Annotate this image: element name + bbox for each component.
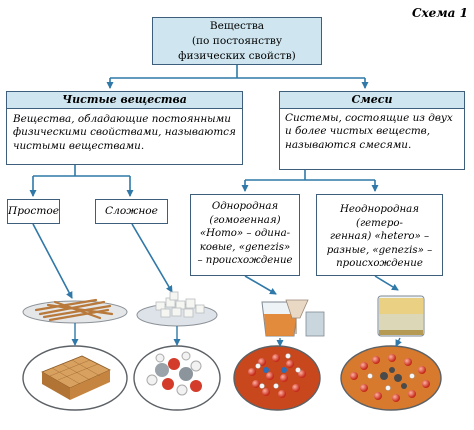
mixtures-title: Смеси: [280, 92, 464, 109]
heterogeneous-box: Неоднородная (гетеро- генная) «hetero» –…: [316, 194, 443, 276]
root-box: Вещества (по постоянству физических свой…: [152, 17, 322, 65]
molecule-model-icon: [133, 345, 221, 411]
simple-substance-box: Простое: [7, 199, 60, 224]
root-line-1: Вещества: [209, 20, 265, 32]
homogeneous-box: Однородная (гомогенная) «Homo» – одина- …: [190, 194, 300, 276]
sugar-cubes-plate-icon: [136, 291, 218, 327]
beaker-with-liquid-icon: [261, 299, 325, 337]
homogeneous-line-5: – происхождение: [197, 255, 293, 267]
heterogeneous-particles-icon: [340, 345, 442, 411]
homogeneous-line-3: «Homo» – одина-: [199, 228, 291, 240]
homogeneous-molecules-icon: [233, 345, 321, 411]
pure-substances-title: Чистые вещества: [7, 92, 242, 109]
pure-substances-box: Чистые вещества Вещества, обладающие пос…: [6, 91, 243, 165]
heterogeneous-line-1: Неоднородная (гетеро-: [340, 204, 419, 229]
mixtures-text: Системы, состоящие из двух и более чисты…: [285, 112, 453, 151]
complex-substance-label: Сложное: [105, 205, 158, 217]
homogeneous-line-2: (гомогенная): [209, 214, 281, 226]
sand-water-glass-icon: [377, 295, 425, 337]
homogeneous-line-1: Однородная: [211, 201, 279, 212]
heterogeneous-line-3: разные, «genezis» –: [326, 244, 433, 256]
metal-rods-plate-icon: [22, 298, 128, 324]
complex-substance-box: Сложное: [95, 199, 168, 224]
pure-substances-text: Вещества, обладающие постоянными физичес…: [13, 113, 236, 152]
mixtures-box: Смеси Системы, состоящие из двух и более…: [279, 91, 465, 170]
homogeneous-line-4: ковые, «genezis»: [199, 241, 291, 253]
heterogeneous-line-4: происхождение: [336, 258, 423, 270]
heterogeneous-line-2: генная) «hetero» –: [329, 231, 430, 243]
simple-substance-label: Простое: [8, 205, 60, 217]
scheme-caption: Схема 1: [411, 6, 468, 20]
root-line-2: (по постоянству: [191, 35, 283, 47]
crystal-lattice-icon: [22, 345, 128, 411]
root-line-3: физических свойств): [178, 50, 296, 62]
